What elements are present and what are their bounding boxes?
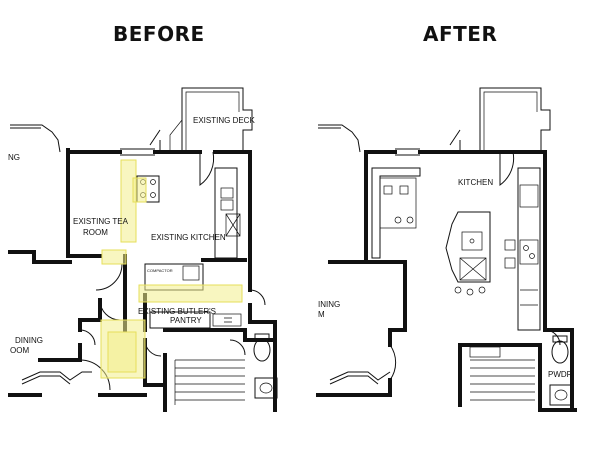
before-heading: BEFORE (113, 22, 205, 46)
label-existing-kitchen: EXISTING KITCHEN (151, 233, 226, 242)
highlight-closet-inner (107, 331, 137, 373)
after-left-room (318, 124, 368, 264)
label-existing-tea: EXISTING TEA (73, 217, 129, 226)
label-after-room: M (318, 310, 325, 319)
highlight-doorway (101, 249, 127, 265)
before-powder-room (174, 333, 278, 405)
before-deck-outline (149, 87, 253, 152)
label-compactor: COMPACTOR (147, 268, 173, 273)
label-left-room: NG (8, 153, 20, 162)
label-existing-deck: EXISTING DECK (193, 116, 255, 125)
after-plan: KITCHEN PWDR INING M (316, 87, 577, 412)
after-deck-outline (449, 87, 551, 152)
before-highlight-areas (100, 159, 243, 379)
after-labels: KITCHEN PWDR INING M (318, 178, 573, 379)
label-pantry: PANTRY (170, 316, 202, 325)
before-cabinets (136, 167, 242, 329)
highlight-pantry-wall (138, 284, 243, 303)
label-tea-room: ROOM (83, 228, 108, 237)
label-pwdr: PWDR (548, 370, 573, 379)
before-labels: EXISTING DECK EXISTING TEA ROOM EXISTING… (8, 116, 255, 355)
before-left-room (8, 124, 72, 264)
after-powder-room (469, 335, 573, 406)
before-walls (8, 148, 277, 412)
after-doors (389, 151, 561, 381)
after-bay-window (329, 371, 391, 385)
label-kitchen: KITCHEN (458, 178, 493, 187)
after-cabinets (371, 167, 541, 331)
label-dining-room: OOM (10, 346, 29, 355)
highlight-kitchen-counter (132, 177, 147, 203)
after-walls (316, 148, 577, 412)
after-heading: AFTER (423, 22, 498, 46)
label-after-dining: INING (318, 300, 340, 309)
label-existing-butlers: EXISTING BUTLER'S (138, 307, 216, 316)
before-plan: EXISTING DECK EXISTING TEA ROOM EXISTING… (8, 87, 278, 412)
before-bay-window (21, 371, 92, 385)
label-dining: DINING (15, 336, 43, 345)
